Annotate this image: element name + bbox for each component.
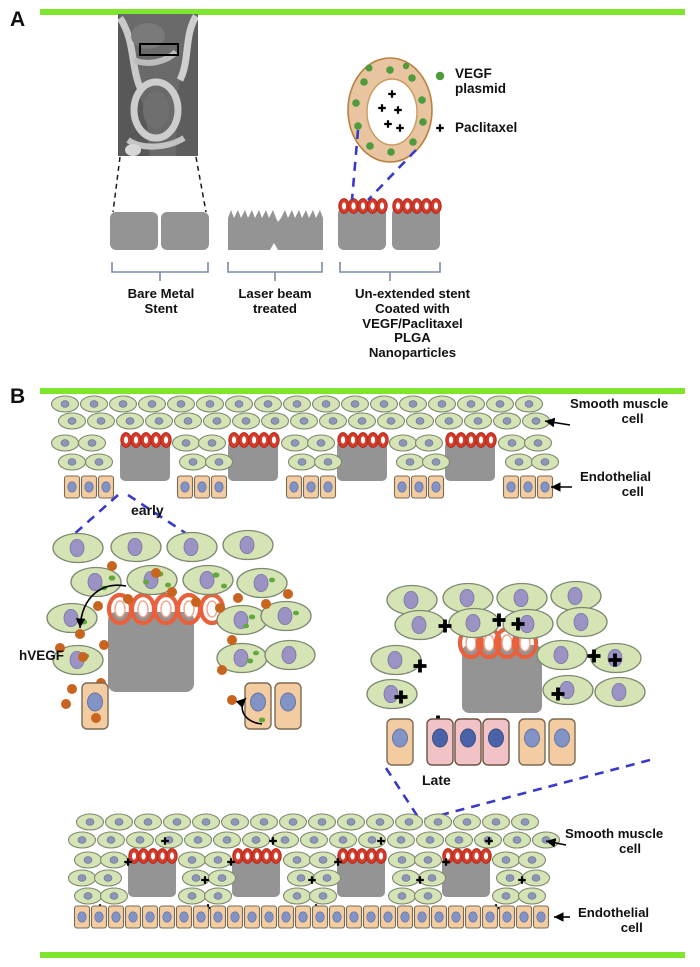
legend-paclitaxel-cross bbox=[436, 124, 444, 132]
callout-arrow-smc-bottom bbox=[545, 838, 567, 848]
plasmid-in-ec-early bbox=[258, 717, 266, 723]
brace-coated bbox=[339, 262, 441, 281]
stent-coated bbox=[338, 198, 442, 250]
endothelial-cells-healed bbox=[73, 905, 550, 929]
legend-vegf-label: VEGF plasmid bbox=[455, 66, 507, 97]
hvegf-uptake-arrow-right bbox=[235, 697, 263, 725]
panel-b-vessel-line-top bbox=[40, 388, 685, 394]
vessel-healed bbox=[67, 813, 561, 929]
callout-smooth-muscle-cell-top: Smooth muscle cell bbox=[570, 396, 669, 426]
callout-arrow-smc-top bbox=[544, 417, 571, 428]
hvegf-uptake-arrow-left bbox=[75, 584, 127, 629]
endothelial-cells-late bbox=[386, 718, 576, 766]
stent-bare-metal bbox=[110, 212, 209, 250]
legend-paclitaxel-label: Paclitaxel bbox=[455, 120, 518, 135]
panel-a-letter: A bbox=[10, 8, 26, 31]
stent-laser-treated bbox=[228, 210, 323, 250]
caption-laser-beam-treated: Laser beam treated bbox=[238, 286, 312, 316]
panel-b-letter: B bbox=[10, 385, 26, 408]
callout-endothelial-cell-bottom: Endothelial cell bbox=[578, 905, 650, 935]
nanoparticle-coating-right bbox=[392, 198, 442, 214]
label-early-stage: early bbox=[131, 502, 164, 518]
label-hvegf: hVEGF bbox=[19, 648, 65, 663]
hvegf-dots-in-ec-early bbox=[91, 713, 101, 723]
hvegf-label-dot bbox=[78, 652, 88, 662]
panel-a-vessel-line-top bbox=[40, 9, 685, 15]
stent-blocks-healed bbox=[128, 857, 490, 897]
label-late-stage: Late bbox=[422, 772, 451, 788]
panel-b-vessel-line-bottom bbox=[40, 952, 685, 958]
plga-nanoparticle-diagram bbox=[347, 57, 433, 163]
late-healed-connector bbox=[384, 758, 651, 822]
early-stage-diagram bbox=[46, 529, 316, 730]
nanoparticle-stent-connector bbox=[350, 129, 417, 201]
vessel-implanted bbox=[50, 395, 560, 499]
late-stage-diagram bbox=[366, 580, 646, 766]
caption-bare-metal-stent: Bare Metal Stent bbox=[127, 286, 195, 316]
vegf-plasmid-dots bbox=[352, 62, 427, 156]
callout-smooth-muscle-cell-bottom: Smooth muscle cell bbox=[565, 826, 664, 856]
sem-expansion-lines bbox=[112, 156, 207, 213]
hvegf-secreted-dots-early bbox=[55, 561, 293, 709]
nanoparticle-coating-left bbox=[338, 198, 388, 214]
legend-vegf-dot bbox=[435, 71, 445, 81]
stent-sem-micrograph bbox=[118, 14, 198, 156]
caption-coated-stent: Un-extended stent Coated with VEGF/Pacli… bbox=[354, 286, 471, 361]
callout-endothelial-cell-top: Endothelial cell bbox=[580, 469, 652, 499]
brace-bare-metal bbox=[111, 262, 209, 281]
brace-laser bbox=[227, 262, 323, 281]
stent-blocks-implanted bbox=[120, 441, 495, 481]
